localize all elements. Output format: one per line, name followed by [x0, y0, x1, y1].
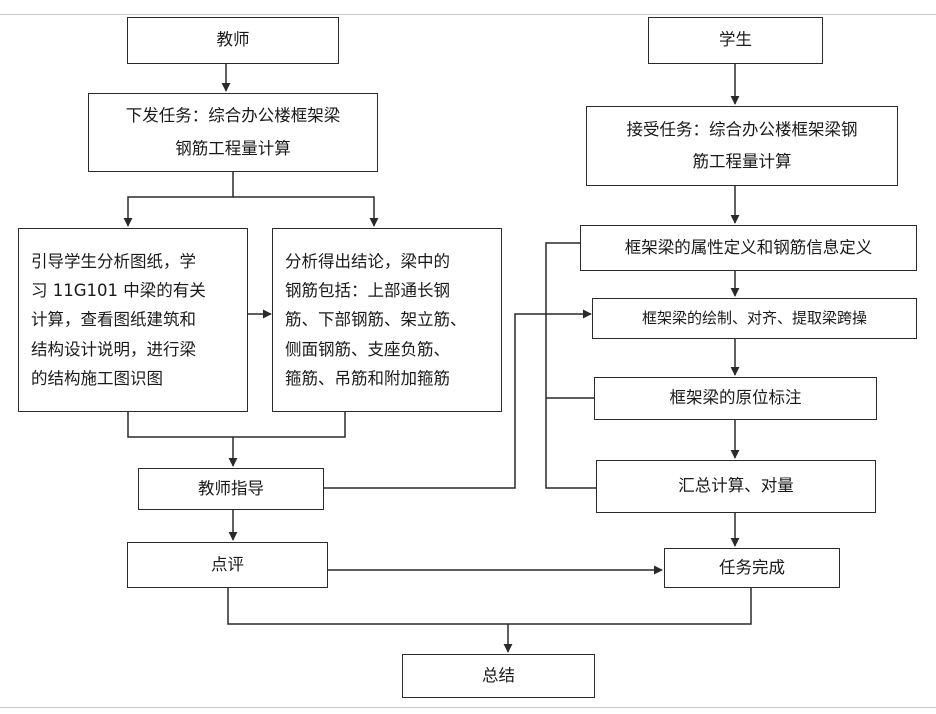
node-teacher: 教师: [127, 17, 339, 64]
top-border-line: [0, 14, 936, 15]
merge-line-final: [227, 588, 752, 625]
arrow-assign-to-guide: [123, 172, 234, 227]
node-guide-analysis: 引导学生分析图纸，学 习 11G101 中梁的有关 计算，查看图纸建筑和 结构设…: [18, 228, 248, 412]
node-student: 学生: [648, 17, 823, 64]
node-teacher-guide: 教师指导: [138, 468, 324, 510]
arrow-guidance-to-student: [324, 309, 592, 489]
node-complete: 任务完成: [664, 548, 840, 588]
node-calc-check: 汇总计算、对量: [596, 460, 876, 513]
merge-line-analysis: [127, 412, 346, 438]
node-draw-align: 框架梁的绘制、对齐、提取梁跨操: [592, 298, 917, 339]
node-review: 点评: [127, 542, 328, 588]
node-conclusion: 分析得出结论，梁中的 钢筋包括：上部通长钢 筋、下部钢筋、架立筋、 侧面钢筋、支…: [272, 228, 502, 412]
node-accept-task: 接受任务：综合办公楼框架梁钢 筋工程量计算: [586, 106, 898, 186]
arrow-assign-to-conclusion: [233, 196, 379, 227]
node-assign-task: 下发任务：综合办公楼框架梁 钢筋工程量计算: [88, 93, 378, 172]
bottom-border-line: [0, 707, 936, 708]
node-attr-def: 框架梁的属性定义和钢筋信息定义: [580, 225, 917, 271]
feedback-bracket: [545, 242, 596, 489]
node-summary: 总结: [402, 654, 595, 698]
node-in-situ: 框架梁的原位标注: [594, 377, 877, 420]
